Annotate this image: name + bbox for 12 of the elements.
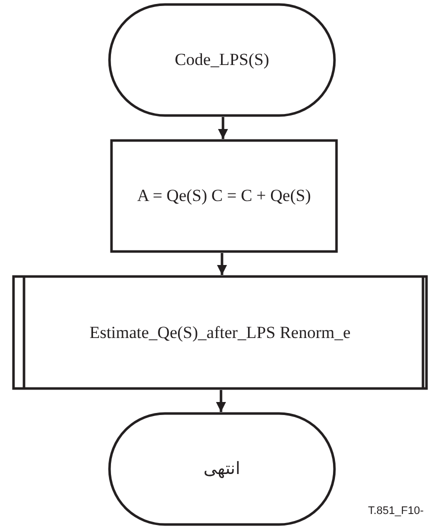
process-box	[110, 139, 338, 253]
arrow	[217, 253, 227, 275]
arrow	[216, 390, 226, 412]
node-text: Estimate_Qe(S)_after_LPS Renorm_e	[88, 322, 352, 344]
figure-number: T.851_F10-	[368, 505, 424, 517]
node-text: Code_LPS(S)	[174, 49, 270, 71]
node-text: A = Qe(S) C = C + Qe(S)	[136, 185, 312, 207]
node-text: انتهى	[202, 458, 242, 480]
terminal-shape	[108, 412, 336, 526]
predefined-process-box	[12, 275, 428, 390]
terminal-shape	[108, 3, 336, 117]
arrow	[218, 117, 228, 139]
